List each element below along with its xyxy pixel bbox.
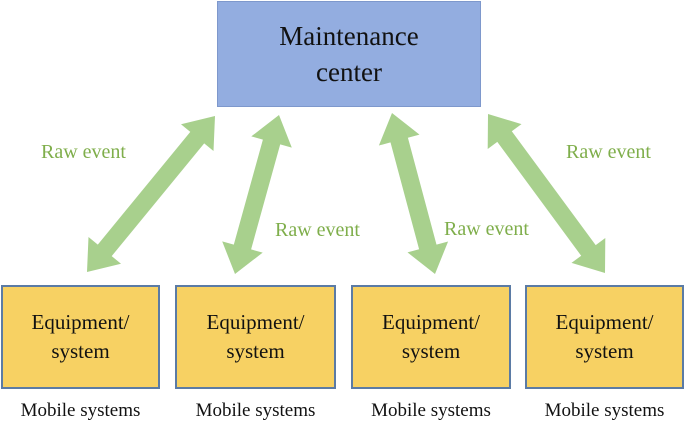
maintenance-center-box: Maintenance center [217,1,481,107]
equipment-box-3: Equipment/ system [351,285,511,389]
raw-event-label-1: Raw event [41,141,126,163]
equipment-label: Equipment/ system [555,310,654,363]
raw-event-label-4: Raw event [566,141,651,163]
mobile-systems-caption-3: Mobile systems [371,400,491,421]
equipment-box-4: Equipment/ system [525,285,684,389]
raw-event-label-3: Raw event [444,218,529,240]
mobile-systems-caption-4: Mobile systems [544,400,665,421]
mobile-systems-caption-2: Mobile systems [195,400,316,421]
equipment-label: Equipment/ system [31,310,130,363]
mobile-systems-caption-1: Mobile systems [20,400,141,421]
equipment-label: Equipment/ system [206,310,305,363]
double-arrow-3 [378,113,449,274]
double-arrow-4 [487,114,606,273]
double-arrow-2 [222,115,292,274]
equipment-box-2: Equipment/ system [175,285,336,389]
double-arrow-1 [87,116,215,272]
equipment-box-1: Equipment/ system [1,285,160,389]
equipment-label: Equipment/ system [382,310,480,363]
raw-event-label-2: Raw event [275,219,360,241]
maintenance-center-label: Maintenance center [279,21,419,87]
